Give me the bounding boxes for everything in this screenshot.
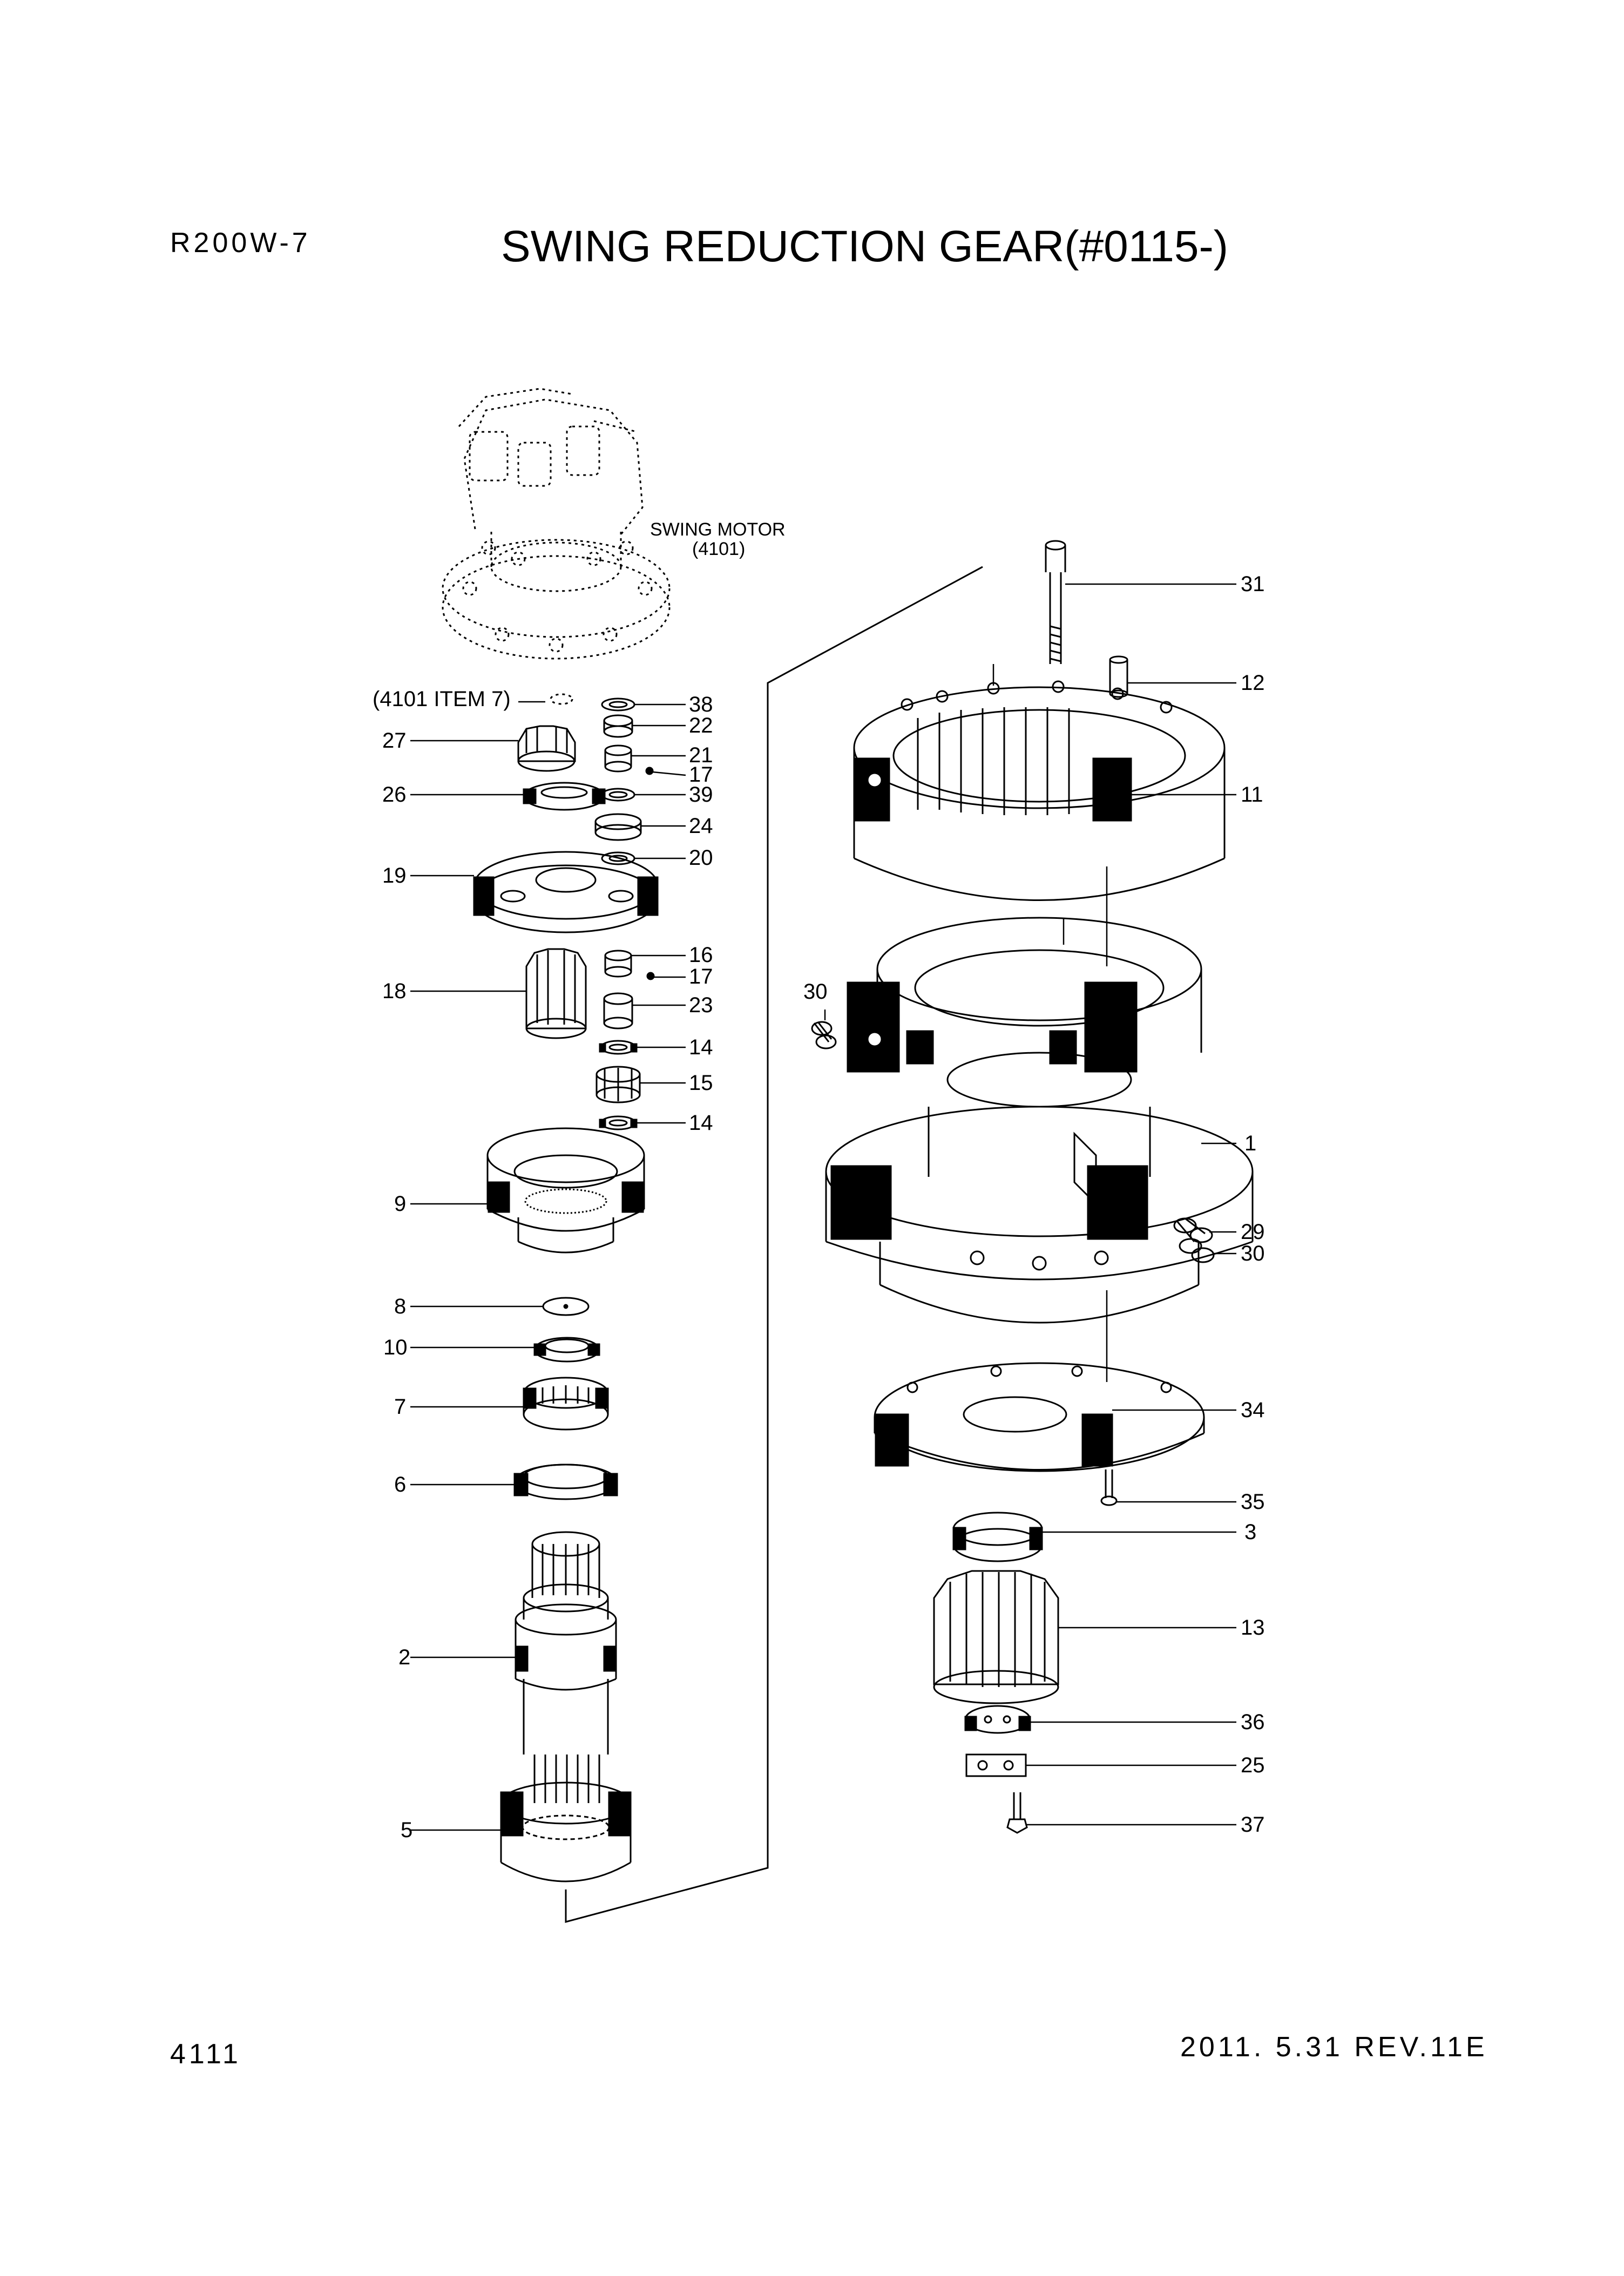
callout-25: 25 bbox=[1241, 1753, 1265, 1777]
part-25-lock-plate bbox=[965, 1753, 1027, 1777]
callout-21: 21 bbox=[689, 743, 713, 767]
part-14-washer-upper bbox=[599, 1040, 638, 1055]
part-13-pinion bbox=[933, 1570, 1059, 1704]
part-31-bolt bbox=[1045, 540, 1066, 664]
callout-10: 10 bbox=[383, 1336, 408, 1359]
page-number: 4111 bbox=[170, 2038, 241, 2070]
callout-18: 18 bbox=[382, 979, 407, 1003]
part-9-carrier bbox=[486, 1127, 645, 1254]
callout-30: 30 bbox=[803, 980, 828, 1004]
callout-13: 13 bbox=[1241, 1616, 1265, 1640]
part-2-shaft bbox=[515, 1531, 617, 1755]
part-38-ring bbox=[601, 697, 635, 712]
callout-12: 12 bbox=[1241, 671, 1265, 695]
callout-39: 39 bbox=[689, 783, 713, 807]
callout-9: 9 bbox=[394, 1192, 406, 1216]
part-18-planet-gear bbox=[525, 948, 587, 1039]
part-39-ring bbox=[601, 788, 635, 802]
part-30-plug-lower bbox=[1179, 1238, 1215, 1263]
callout-24: 24 bbox=[689, 814, 713, 838]
part-22-collar bbox=[603, 714, 633, 738]
part-36-washer bbox=[964, 1705, 1031, 1734]
part-35-screw bbox=[1100, 1469, 1118, 1506]
assembly-guide-line bbox=[565, 566, 983, 1923]
callout-36: 36 bbox=[1241, 1710, 1265, 1734]
swing-motor-label: SWING MOTOR bbox=[650, 519, 786, 540]
part-21-bush bbox=[604, 744, 654, 775]
callout-14: 14 bbox=[689, 1035, 713, 1059]
callout-27: 27 bbox=[382, 729, 407, 753]
part-10-ring bbox=[533, 1337, 600, 1363]
callout-5: 5 bbox=[401, 1818, 412, 1842]
part-1-housing bbox=[825, 917, 1254, 1324]
part-24-gear bbox=[594, 813, 642, 841]
callout-34: 34 bbox=[1241, 1398, 1265, 1422]
callout-numbers: 38 22 21 17 39 24 20 27 26 19 16 17 23 1… bbox=[382, 572, 1265, 1842]
part-11-ring-gear bbox=[853, 680, 1226, 901]
callout-17: 17 bbox=[689, 965, 713, 988]
callout-38: 38 bbox=[689, 693, 713, 716]
callout-2: 2 bbox=[398, 1645, 410, 1669]
callout-14: 14 bbox=[689, 1111, 713, 1135]
part-14-washer-lower bbox=[599, 1115, 638, 1130]
part-30-plug-upper bbox=[811, 1021, 837, 1049]
callout-3: 3 bbox=[1244, 1520, 1256, 1544]
callout-11: 11 bbox=[1241, 783, 1263, 807]
part-23-bush bbox=[603, 992, 633, 1029]
leader-lines bbox=[410, 583, 1236, 1831]
part-7-bearing bbox=[523, 1377, 609, 1431]
model-code: R200W-7 bbox=[170, 227, 311, 259]
part-6-seal bbox=[513, 1464, 618, 1500]
revision-date: 2011. 5.31 REV.11E bbox=[1180, 2031, 1488, 2063]
part-26-plate bbox=[523, 782, 606, 811]
part-8-plate bbox=[542, 1297, 590, 1316]
callout-6: 6 bbox=[394, 1473, 406, 1496]
part-15-gear bbox=[596, 1066, 641, 1103]
callout-26: 26 bbox=[382, 783, 407, 807]
part-19-carrier bbox=[473, 851, 659, 933]
callout-29: 29 bbox=[1241, 1220, 1265, 1244]
part-29-plug bbox=[1173, 1217, 1213, 1243]
part-37-bolt bbox=[1006, 1792, 1028, 1834]
part-3-seal bbox=[952, 1512, 1043, 1562]
part-34-cover bbox=[874, 1362, 1205, 1472]
swing-motor-ref-label: (4101) bbox=[692, 539, 745, 559]
part-5-bearing bbox=[500, 1755, 632, 1882]
callout-8: 8 bbox=[394, 1295, 406, 1318]
callout-17: 17 bbox=[689, 763, 713, 787]
page-title: SWING REDUCTION GEAR(#0115-) bbox=[501, 222, 1229, 271]
callout-23: 23 bbox=[689, 993, 713, 1017]
callout-15: 15 bbox=[689, 1071, 713, 1095]
part-27-sun-gear bbox=[517, 725, 576, 772]
callout-22: 22 bbox=[689, 714, 713, 737]
callout-35: 35 bbox=[1241, 1490, 1265, 1514]
callout-19: 19 bbox=[382, 864, 407, 888]
callout-7: 7 bbox=[394, 1395, 406, 1419]
callout-37: 37 bbox=[1241, 1813, 1265, 1837]
callout-30: 30 bbox=[1241, 1242, 1265, 1265]
callout-1: 1 bbox=[1244, 1132, 1256, 1155]
callout-16: 16 bbox=[689, 943, 713, 967]
callout-31: 31 bbox=[1241, 572, 1265, 596]
ref-item-label: (4101 ITEM 7) bbox=[373, 687, 511, 711]
callout-20: 20 bbox=[689, 846, 713, 870]
swing-motor-drawing bbox=[442, 388, 671, 705]
